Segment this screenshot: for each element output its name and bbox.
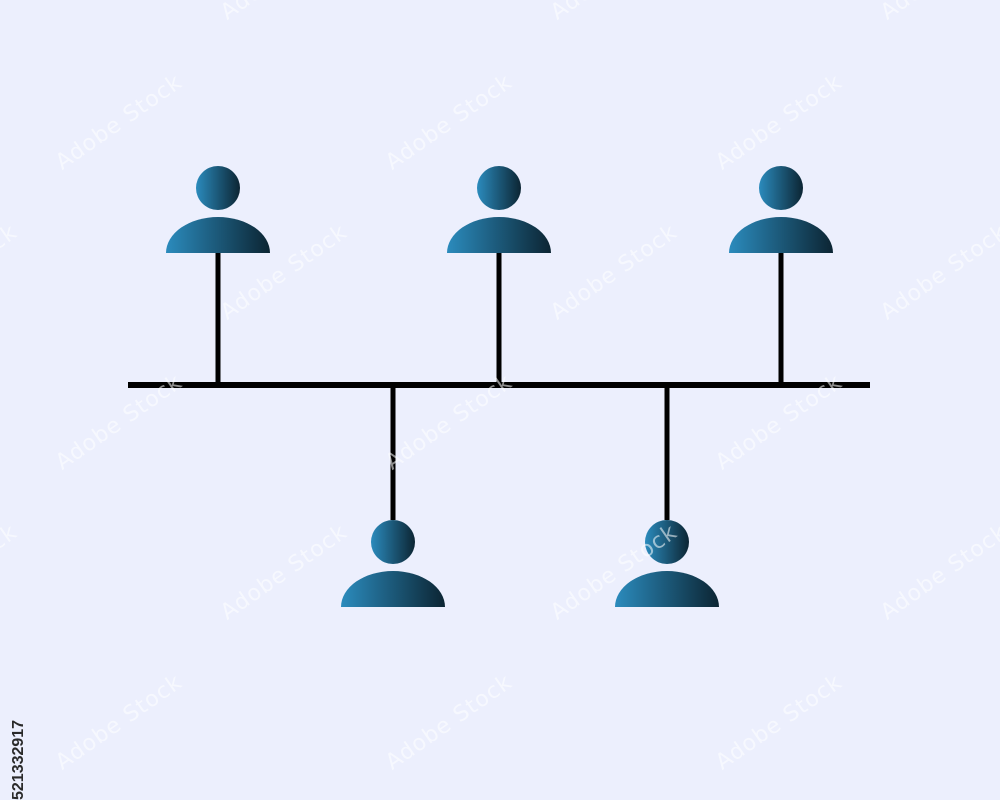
person-icon xyxy=(341,520,445,607)
stock-id-label: 521332917 xyxy=(10,560,30,800)
person-icon xyxy=(729,166,833,253)
person-icon xyxy=(447,166,551,253)
person-icon xyxy=(615,520,719,607)
stock-id-text: 521332917 xyxy=(10,719,27,800)
person-icon xyxy=(166,166,270,253)
